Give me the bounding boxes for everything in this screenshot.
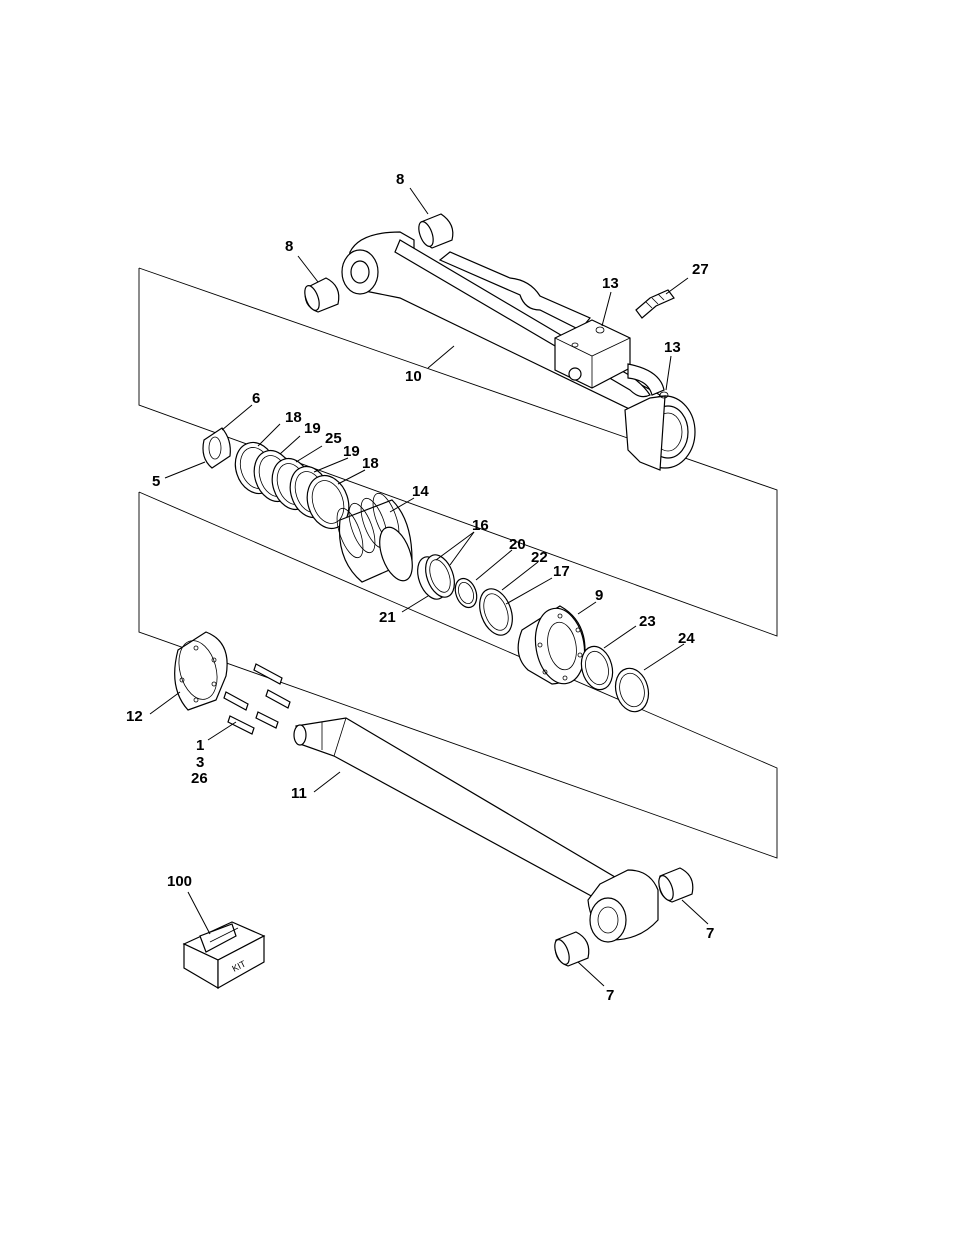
callout-10: 10 <box>405 368 422 385</box>
explode-frame <box>138 267 778 859</box>
callout-18-second: 18 <box>362 455 379 472</box>
piston-nut-icon <box>202 427 231 469</box>
o-ring-icon <box>454 577 478 609</box>
gasket-icon <box>174 631 228 711</box>
seal-ring-icon <box>234 441 350 530</box>
callout-8-lower: 8 <box>285 238 293 255</box>
callout-25: 25 <box>325 430 342 447</box>
callout-17: 17 <box>553 563 570 580</box>
callout-5: 5 <box>152 473 160 490</box>
callout-7-right: 7 <box>706 925 714 942</box>
callout-13-lower: 13 <box>664 339 681 356</box>
callout-16: 16 <box>472 517 489 534</box>
gland-icon <box>517 605 586 685</box>
callout-11: 11 <box>291 785 307 802</box>
callout-20: 20 <box>509 536 526 553</box>
bushing-icon <box>304 213 454 313</box>
callout-9: 9 <box>595 587 603 604</box>
callout-100: 100 <box>167 873 192 890</box>
piston-icon <box>336 492 413 583</box>
callout-18-first: 18 <box>285 409 302 426</box>
fitting-icon <box>635 289 675 319</box>
callout-26: 26 <box>191 770 208 787</box>
kit-box-icon: KIT <box>182 921 266 990</box>
backup-ring-icon <box>479 588 513 636</box>
callout-13-upper: 13 <box>602 275 619 292</box>
callout-19-second: 19 <box>343 443 360 460</box>
callout-27: 27 <box>692 261 709 278</box>
wear-ring-icon <box>417 554 455 600</box>
bushing-icon <box>554 867 694 967</box>
callout-22: 22 <box>531 549 548 566</box>
callout-7-bottom: 7 <box>606 987 614 1004</box>
callout-1: 1 <box>196 737 204 754</box>
callout-24: 24 <box>678 630 695 647</box>
cylinder-barrel-icon <box>341 231 696 471</box>
piston-rod-icon <box>293 717 659 943</box>
rod-seal-icon <box>580 645 650 713</box>
bolt-icon <box>223 663 291 735</box>
callout-8-upper: 8 <box>396 171 404 188</box>
callout-12: 12 <box>126 708 143 725</box>
callout-23: 23 <box>639 613 656 630</box>
callout-3: 3 <box>196 754 204 771</box>
callout-labels: 8 8 27 13 13 10 6 5 18 19 25 19 18 14 16… <box>126 171 714 1004</box>
callout-21: 21 <box>379 609 396 626</box>
callout-19-first: 19 <box>304 420 321 437</box>
callout-6: 6 <box>252 390 260 407</box>
leader-lines <box>149 187 709 987</box>
callout-14: 14 <box>412 483 429 500</box>
